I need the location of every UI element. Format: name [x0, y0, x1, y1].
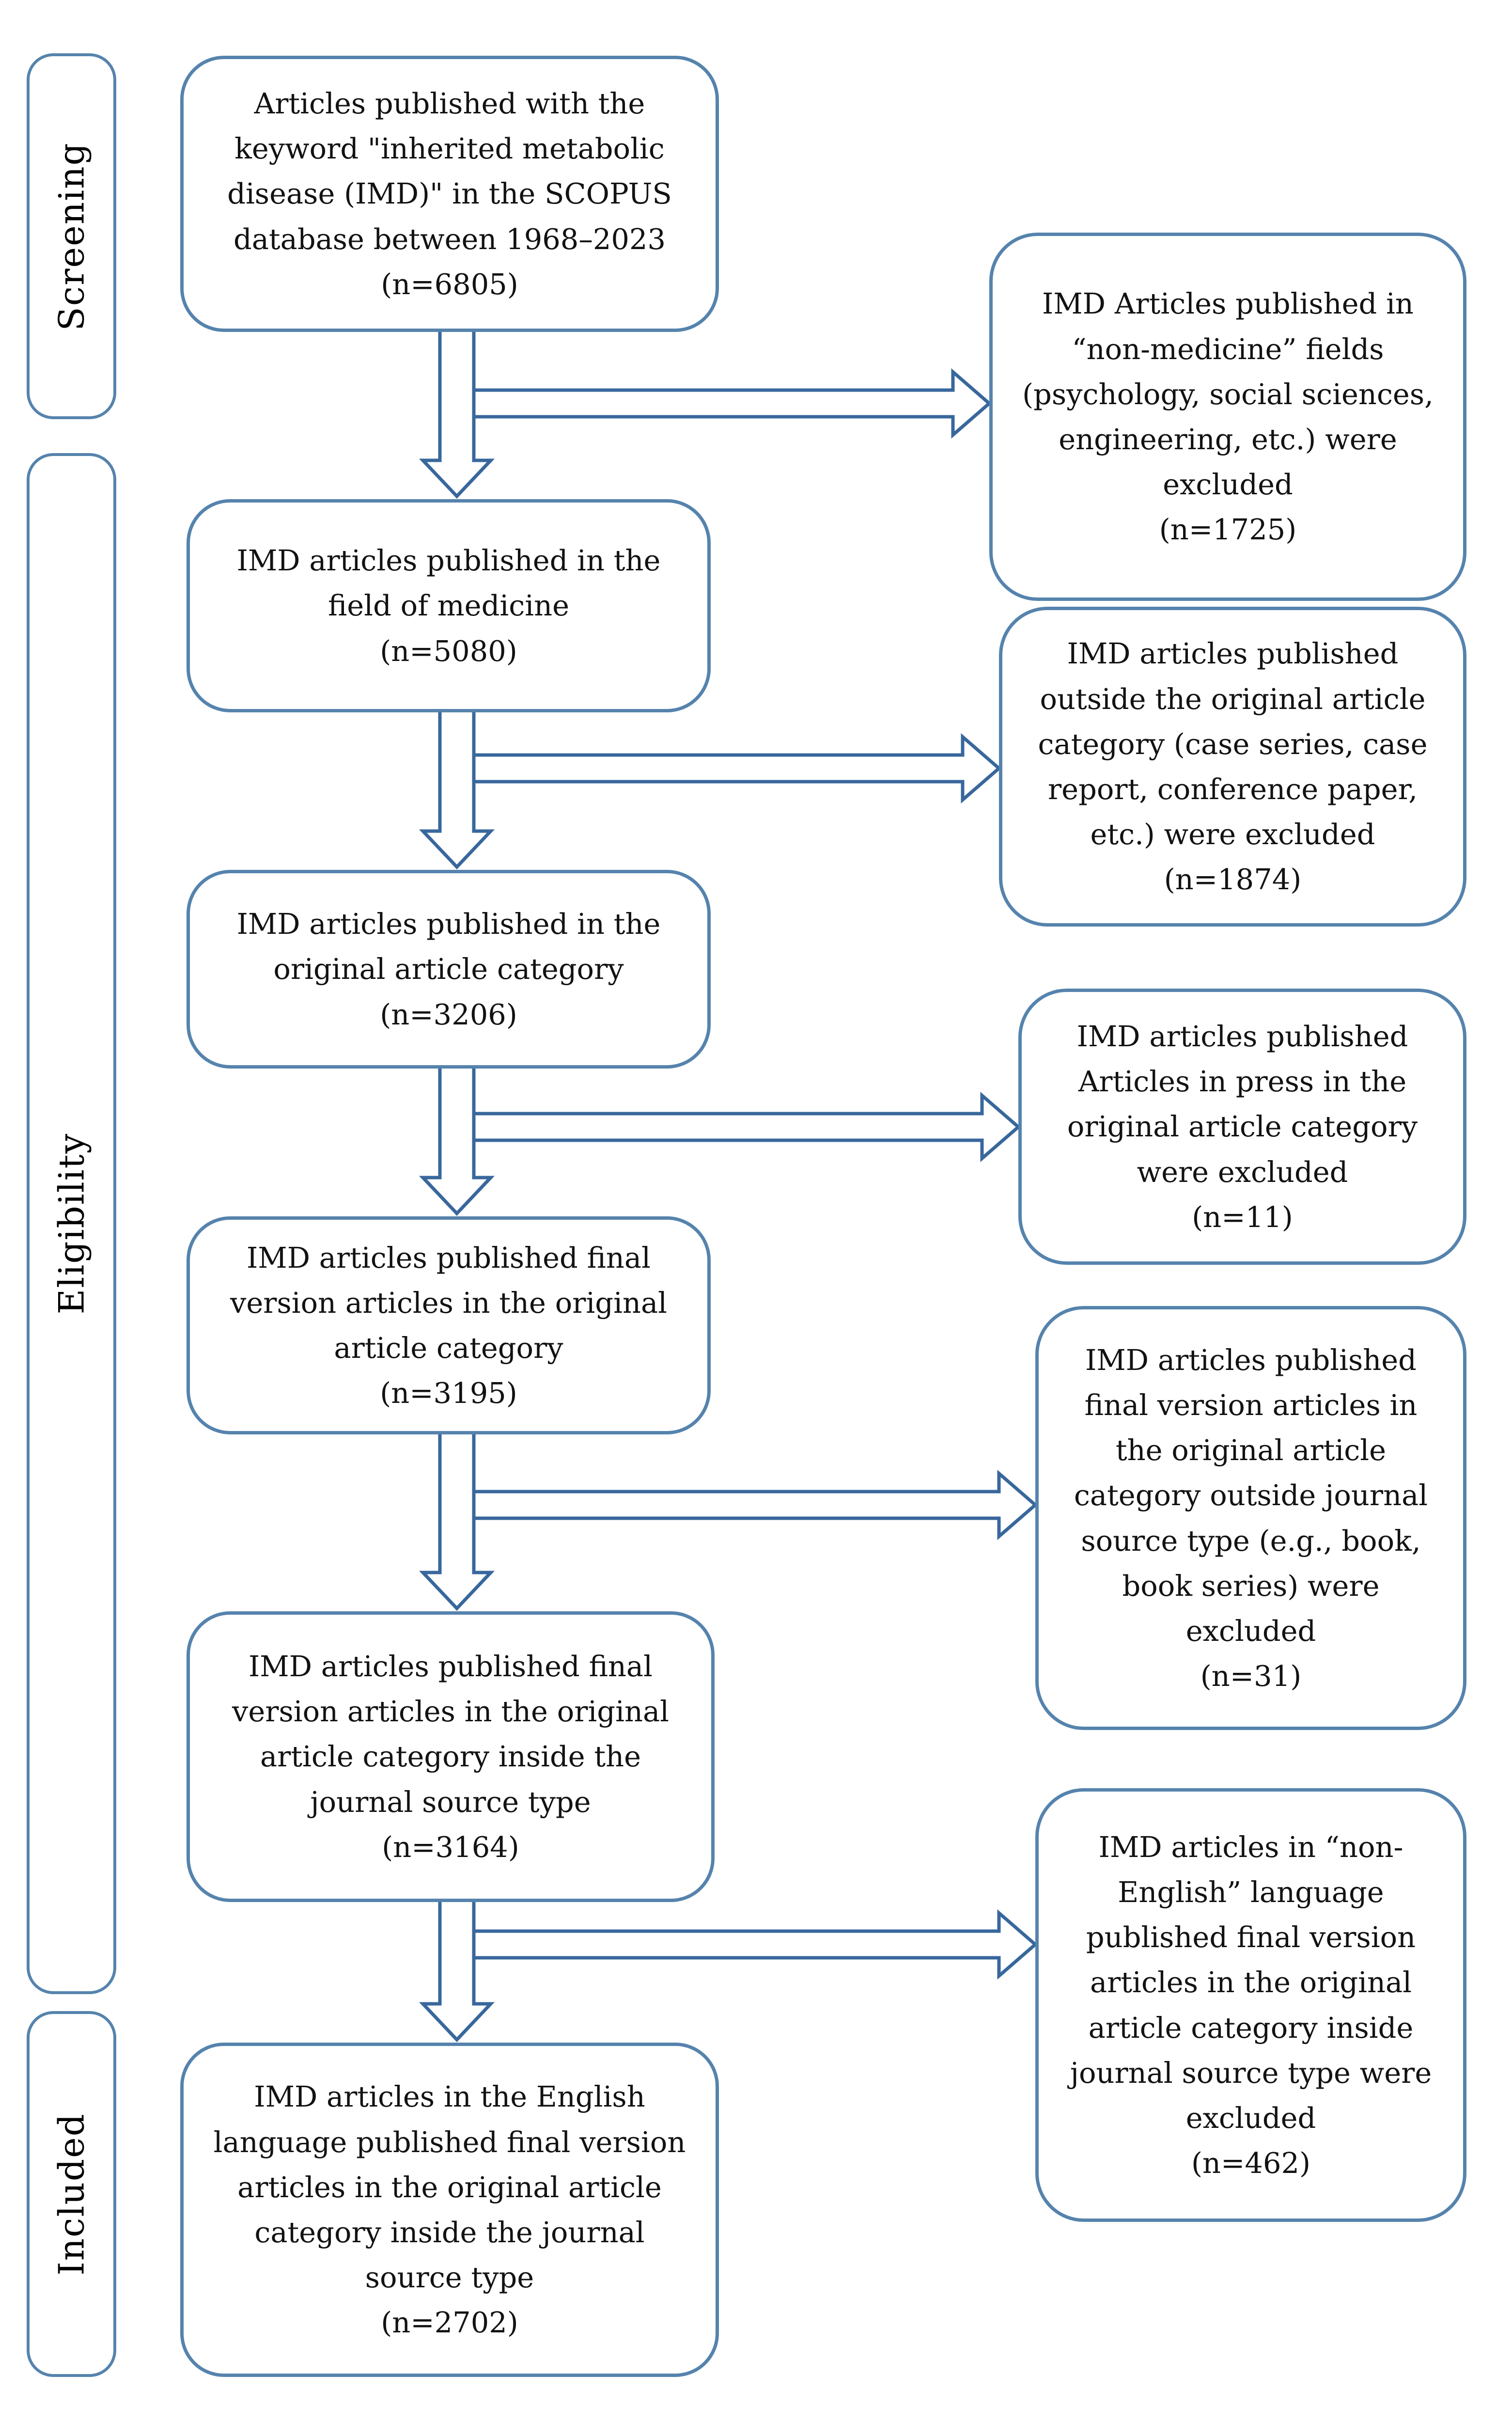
exclusion-box-outside-journal-source: IMD articles published final version art…	[1035, 1306, 1466, 1730]
flow-box-count: (n=5080)	[380, 634, 517, 668]
exclusion-box-count: (n=462)	[1191, 2146, 1311, 2180]
branch-arrow-excluded-4	[472, 1469, 1038, 1541]
stage-label-screening: Screening	[27, 53, 116, 419]
exclusion-box-text: IMD articles in “non-English” language p…	[1070, 1830, 1432, 2135]
stage-label-text: Included	[51, 2112, 92, 2276]
branch-arrow-excluded-1	[472, 368, 992, 439]
exclusion-box-non-medicine: IMD Articles published in “non-medicine”…	[989, 233, 1466, 601]
branch-arrow-excluded-5	[472, 1909, 1038, 1980]
stage-label-eligibility: Eligibility	[27, 453, 116, 1994]
flow-box-text: Articles published with the keyword "inh…	[227, 86, 672, 256]
exclusion-box-count: (n=1725)	[1159, 513, 1297, 547]
stage-label-included: Included	[27, 2011, 116, 2377]
flow-box-count: (n=3195)	[380, 1376, 517, 1410]
stage-label-text: Screening	[51, 142, 92, 331]
flow-box-journal-source: IMD articles published final version art…	[187, 1611, 715, 1902]
exclusion-box-text: IMD articles published Articles in press…	[1067, 1019, 1418, 1189]
flow-arrow-1	[419, 330, 495, 499]
flow-box-count: (n=2702)	[381, 2306, 518, 2340]
exclusion-box-text: IMD articles published outside the origi…	[1038, 637, 1428, 851]
flow-box-count: (n=3164)	[382, 1830, 519, 1864]
flow-box-text: IMD articles published final version art…	[232, 1649, 669, 1819]
flow-arrow-2	[419, 710, 495, 870]
exclusion-box-count: (n=31)	[1200, 1659, 1302, 1693]
flow-box-count: (n=3206)	[380, 997, 517, 1031]
flow-box-text: IMD articles published final version art…	[230, 1241, 667, 1365]
flow-box-count: (n=6805)	[381, 267, 518, 301]
flow-box-medicine-field: IMD articles published in the field of m…	[187, 499, 711, 712]
flow-box-included-english: IMD articles in the English language pub…	[180, 2043, 719, 2377]
flow-box-original-category: IMD articles published in the original a…	[187, 870, 711, 1069]
flow-box-text: IMD articles published in the original a…	[236, 907, 661, 986]
exclusion-box-text: IMD articles published final version art…	[1074, 1343, 1428, 1648]
flow-box-text: IMD articles in the English language pub…	[213, 2080, 686, 2295]
flow-box-text: IMD articles published in the field of m…	[236, 544, 661, 623]
exclusion-box-text: IMD Articles published in “non-medicine”…	[1022, 287, 1434, 502]
stage-label-text: Eligibility	[51, 1133, 92, 1315]
flow-arrow-3	[419, 1066, 495, 1216]
flow-box-search-results: Articles published with the keyword "inh…	[180, 56, 719, 332]
branch-arrow-excluded-2	[472, 733, 1002, 804]
exclusion-box-count: (n=1874)	[1164, 863, 1302, 897]
branch-arrow-excluded-3	[472, 1091, 1021, 1163]
exclusion-box-outside-category: IMD articles published outside the origi…	[999, 607, 1466, 927]
flow-arrow-4	[419, 1432, 495, 1611]
exclusion-box-non-english: IMD articles in “non-English” language p…	[1035, 1788, 1466, 2222]
exclusion-box-count: (n=11)	[1192, 1200, 1293, 1234]
flow-box-final-version: IMD articles published final version art…	[187, 1216, 711, 1434]
flow-arrow-5	[419, 1900, 495, 2043]
exclusion-box-articles-in-press: IMD articles published Articles in press…	[1018, 989, 1466, 1265]
